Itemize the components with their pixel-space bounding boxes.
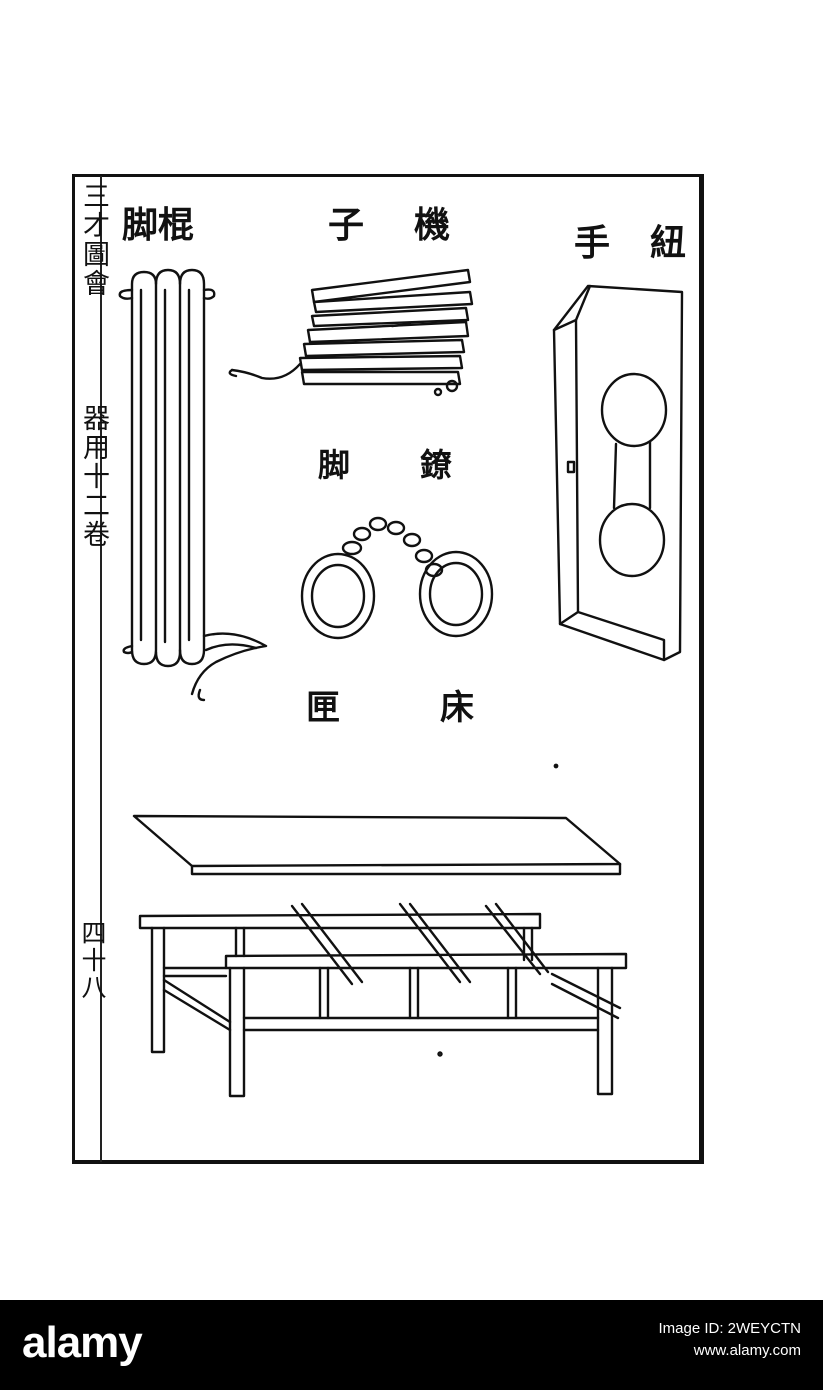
fetters-drawing [300,516,494,640]
page-border [72,174,704,1164]
gutter-divider [100,176,102,1162]
page-number: 四十八 [78,920,107,1001]
image-id-block: Image ID: 2WEYCTN www.alamy.com [658,1318,801,1362]
label-foot-rod: 脚棍 [122,204,195,246]
image-id: Image ID: 2WEYCTN [658,1320,801,1337]
stock-footer-bar: alamy Image ID: 2WEYCTN www.alamy.com [0,1300,823,1390]
foot-press-drawing [228,268,474,397]
site-url: www.alamy.com [693,1342,801,1359]
book-page: 三才圖會 器用十二卷 四十八 脚棍 子機 手紐 脚鐐 匣床 [72,174,727,1164]
label-bed: 匣床 [306,688,574,728]
label-foot-press: 子機 [328,204,501,246]
foot-rod-drawing [118,268,268,702]
woodblock-illustration [118,268,684,1098]
volume-section: 器用十二卷 [78,404,109,549]
label-fetters: 脚鐐 [318,446,523,484]
restraint-bed-drawing [132,763,628,1098]
handcuff-drawing [552,284,684,662]
alamy-logo: alamy [22,1318,143,1367]
label-handcuff: 手紐 [574,222,727,264]
book-title: 三才圖會 [78,182,109,298]
